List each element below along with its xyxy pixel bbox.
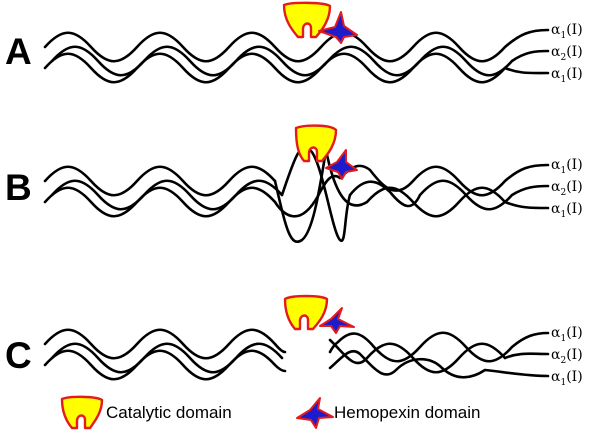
panel-c-strand-3-left bbox=[43, 349, 287, 381]
legend-hemopexin-domain-icon bbox=[296, 397, 334, 429]
panel-b-label: B bbox=[5, 167, 32, 208]
panel-c-chain-labels: α1(I) α2(I) α1(I) bbox=[551, 325, 583, 388]
panel-a-chain-label-2: α2(I) bbox=[551, 44, 583, 63]
panel-a-catalytic-domain-icon bbox=[282, 1, 332, 39]
legend-catalytic-domain-icon bbox=[60, 395, 104, 430]
panel-c-hemopexin-domain-icon bbox=[319, 307, 355, 334]
panel-b-helix bbox=[43, 146, 550, 243]
panel-a: A α1(I) α2(I) α1(I) bbox=[5, 1, 583, 85]
panel-b-chain-label-3: α1(I) bbox=[551, 201, 583, 220]
panel-c-strand-3-right bbox=[328, 349, 550, 379]
panel-b-strand-1-right bbox=[338, 163, 550, 197]
panel-a-helix bbox=[43, 28, 550, 84]
panel-b-unwound-loop-outer bbox=[273, 148, 328, 243]
panel-c-chain-label-3: α1(I) bbox=[551, 369, 583, 388]
panel-b-strand-3-left bbox=[43, 186, 277, 218]
panel-c-label: C bbox=[5, 335, 32, 376]
panel-a-hemopexin-domain-icon bbox=[318, 11, 358, 44]
panel-c-chain-label-1: α1(I) bbox=[551, 325, 583, 344]
panel-b-strand-3-right bbox=[324, 148, 550, 218]
panel-b-chain-label-1: α1(I) bbox=[551, 157, 583, 176]
legend-hemopexin-label: Hemopexin domain bbox=[334, 403, 480, 422]
panel-c-helix-left-fragment bbox=[43, 328, 287, 381]
panel-c-catalytic-domain-icon bbox=[283, 294, 329, 331]
legend-catalytic-label: Catalytic domain bbox=[106, 403, 232, 422]
panel-c-strand-2-right bbox=[328, 338, 550, 374]
panel-b-chain-label-2: α2(I) bbox=[551, 179, 583, 198]
panel-b-unwound-loop-inner bbox=[280, 146, 352, 242]
panel-c: C α1(I) α2(I) α1(I) bbox=[5, 294, 583, 388]
panel-b-strand-1-left bbox=[43, 165, 277, 197]
panel-a-strand-3 bbox=[43, 52, 550, 84]
panel-a-chain-label-1: α1(I) bbox=[551, 22, 583, 41]
panel-a-label: A bbox=[5, 31, 32, 72]
panel-b-hemopexin-domain-icon bbox=[325, 149, 358, 180]
panel-c-strand-2-left bbox=[50, 342, 284, 374]
panel-b: B α1(I) α2(I) α1(I) bbox=[5, 124, 583, 243]
panel-a-chain-label-3: α1(I) bbox=[551, 66, 583, 85]
panel-c-strand-1-left bbox=[43, 328, 287, 360]
panel-b-catalytic-domain-icon bbox=[294, 124, 338, 163]
panel-a-strand-1 bbox=[43, 28, 550, 63]
legend: Catalytic domain Hemopexin domain bbox=[60, 395, 480, 430]
panel-a-chain-labels: α1(I) α2(I) α1(I) bbox=[551, 22, 583, 85]
panel-b-chain-labels: α1(I) α2(I) α1(I) bbox=[551, 157, 583, 220]
panel-c-helix-right-fragment bbox=[328, 331, 550, 379]
panel-c-chain-label-2: α2(I) bbox=[551, 347, 583, 366]
panel-c-strand-1-right bbox=[328, 331, 550, 363]
panel-b-strand-2-left bbox=[50, 179, 284, 211]
